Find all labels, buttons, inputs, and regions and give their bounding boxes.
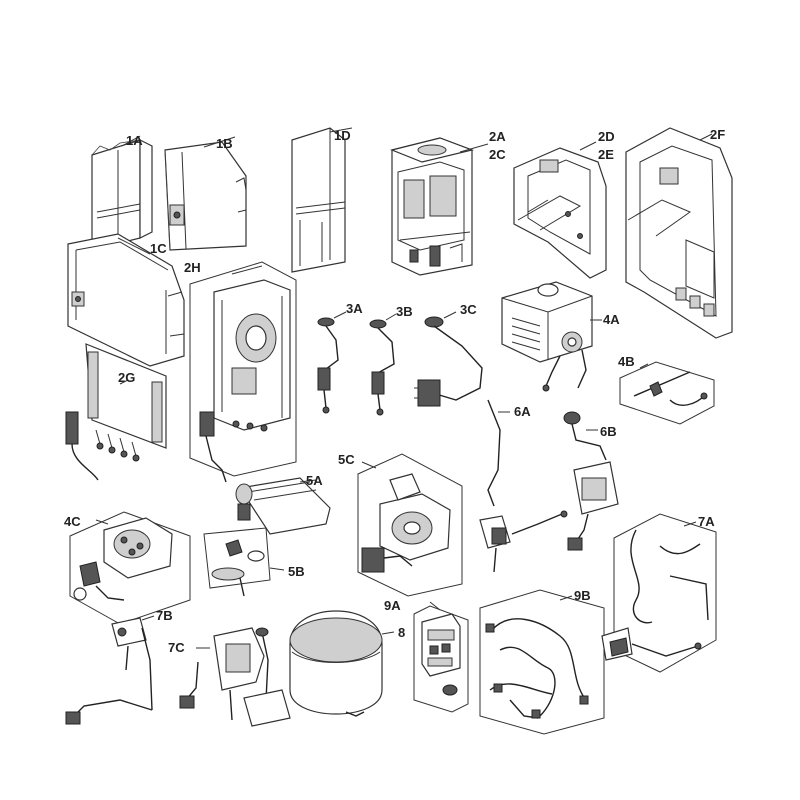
part-7b-diverter-valve[interactable] xyxy=(65,615,155,725)
label-4a: 4A xyxy=(603,312,620,327)
group-9a-outline xyxy=(413,605,469,713)
label-2g: 2G xyxy=(118,370,135,385)
part-6a-gas-valve[interactable] xyxy=(479,399,568,573)
label-3a: 3A xyxy=(346,301,363,316)
label-6b: 6B xyxy=(600,424,617,439)
label-1b: 1B xyxy=(216,136,233,151)
label-2c: 2C xyxy=(489,147,506,162)
label-4b: 4B xyxy=(618,354,635,369)
label-1a: 1A xyxy=(126,133,143,148)
label-5a: 5A xyxy=(306,473,323,488)
label-7b: 7B xyxy=(156,608,173,623)
group-9b-outline xyxy=(479,589,605,735)
part-1b-casing-cover[interactable] xyxy=(164,136,247,251)
part-9b-wiring-harness[interactable] xyxy=(485,595,589,719)
part-8-expansion-vessel[interactable] xyxy=(289,610,395,717)
group-4b-outline xyxy=(619,361,715,425)
label-5b: 5B xyxy=(288,564,305,579)
label-9a: 9A xyxy=(384,598,401,613)
part-9a-control-board[interactable] xyxy=(421,601,461,696)
label-2e: 2E xyxy=(598,147,614,162)
part-7a-pipework[interactable] xyxy=(601,521,709,661)
part-6b-gas-valve[interactable] xyxy=(563,411,619,551)
part-1d-front-panel[interactable] xyxy=(291,127,353,273)
part-1c-outer-casing[interactable] xyxy=(67,233,185,367)
label-2d: 2D xyxy=(598,129,615,144)
label-9b: 9B xyxy=(574,588,591,603)
label-7c: 7C xyxy=(168,640,185,655)
label-2a: 2A xyxy=(489,129,506,144)
part-7c-hydraulic-group[interactable] xyxy=(179,627,291,727)
label-8: 8 xyxy=(398,625,405,640)
part-1a-casing-panel[interactable] xyxy=(91,135,153,251)
part-4a-burner-assembly[interactable] xyxy=(501,281,602,392)
part-2d-rear-frame[interactable] xyxy=(513,141,607,279)
label-5c: 5C xyxy=(338,452,355,467)
part-3b-sensor-pipe[interactable] xyxy=(369,313,397,416)
label-7a: 7A xyxy=(698,514,715,529)
part-3c-sensor-pipe[interactable] xyxy=(414,311,483,407)
part-3a-sensor-pipe[interactable] xyxy=(317,311,347,414)
part-2g-lower-bracket[interactable] xyxy=(65,343,167,481)
group-5c-outline xyxy=(357,453,463,597)
label-4c: 4C xyxy=(64,514,81,529)
label-6a: 6A xyxy=(514,404,531,419)
group-2h-outline xyxy=(189,261,297,477)
part-4c-pump-assembly[interactable] xyxy=(73,517,173,601)
part-5c-fan-assembly[interactable] xyxy=(361,461,451,573)
label-2h: 2H xyxy=(184,260,201,275)
part-2f-rear-frame[interactable] xyxy=(625,127,733,339)
part-2h-heat-exchanger[interactable] xyxy=(199,265,291,483)
part-5a-condensate-trap[interactable] xyxy=(235,477,331,535)
group-4c-outline xyxy=(69,511,191,625)
part-2a-boiler-chassis[interactable] xyxy=(390,137,489,276)
label-3b: 3B xyxy=(396,304,413,319)
label-1c: 1C xyxy=(150,241,167,256)
part-4b-electrode-cable[interactable] xyxy=(633,363,708,406)
label-3c: 3C xyxy=(460,302,477,317)
label-2f: 2F xyxy=(710,127,725,142)
label-1d: 1D xyxy=(334,128,351,143)
part-5b-drain-fittings[interactable] xyxy=(203,527,285,597)
